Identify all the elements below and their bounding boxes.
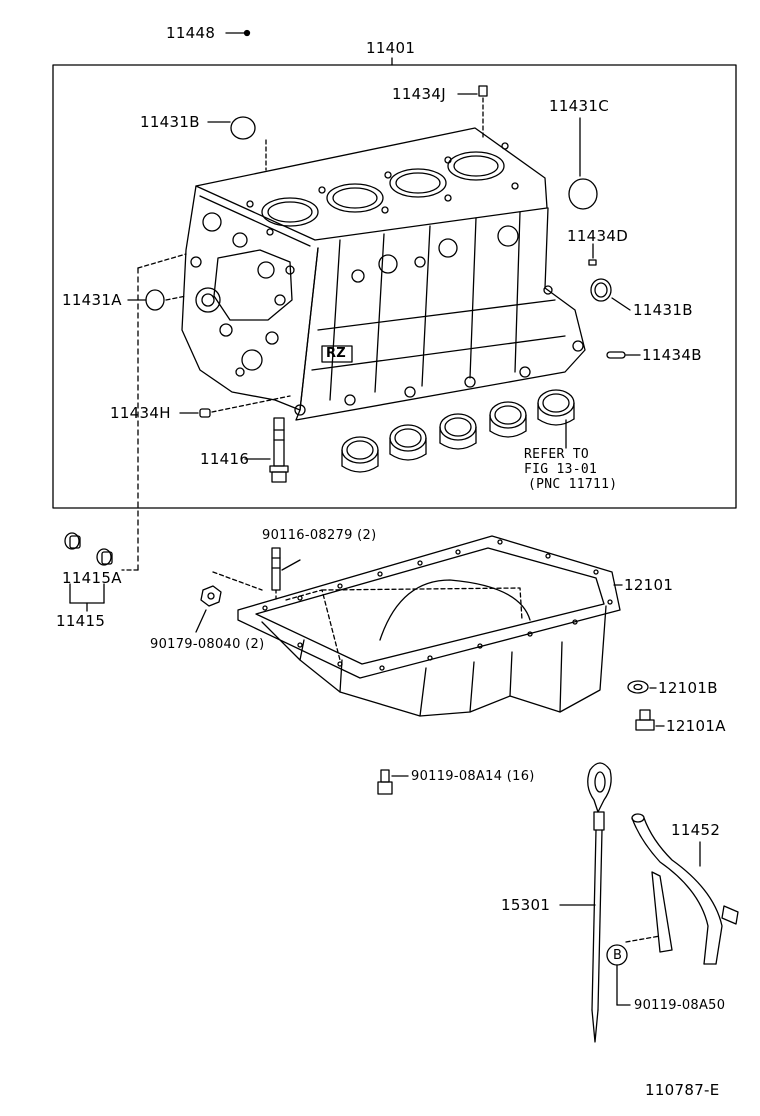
nut-90179 bbox=[200, 585, 222, 607]
label-12101: 12101 bbox=[624, 576, 674, 594]
label-11448: 11448 bbox=[166, 24, 216, 42]
label-11434H: 11434H bbox=[110, 404, 171, 422]
plug-11431B-top bbox=[230, 116, 256, 140]
label-11415A: 11415A bbox=[62, 569, 122, 587]
crank-bearings bbox=[341, 389, 575, 473]
plug-11431B-right bbox=[590, 278, 612, 302]
label-12101A: 12101A bbox=[666, 717, 726, 735]
assembly-frame bbox=[52, 64, 737, 509]
label-90119-08A50: 90119-08A50 bbox=[634, 998, 726, 1013]
label-11431A: 11431A bbox=[62, 291, 122, 309]
plugs-11415A bbox=[64, 532, 113, 566]
plug-11448 bbox=[243, 29, 251, 37]
guide-tube-11452 bbox=[631, 813, 739, 965]
label-90116: 90116-08279 (2) bbox=[262, 528, 377, 543]
label-callout-b: B bbox=[613, 948, 623, 963]
plug-11431C bbox=[568, 178, 598, 210]
figure-id: 110787-E bbox=[645, 1081, 720, 1099]
pin-11434B bbox=[606, 351, 626, 359]
label-refer-line2: FIG 13-01 bbox=[524, 462, 598, 477]
label-11431B-right: 11431B bbox=[633, 301, 693, 319]
drain-plug-12101A bbox=[635, 709, 655, 731]
pin-11434H bbox=[199, 408, 211, 418]
label-15301: 15301 bbox=[501, 896, 551, 914]
label-90119-08A14: 90119-08A14 (16) bbox=[411, 769, 535, 784]
label-block-badge: RZ bbox=[326, 346, 347, 361]
label-11431C: 11431C bbox=[549, 97, 609, 115]
label-11452: 11452 bbox=[671, 821, 721, 839]
label-11434B: 11434B bbox=[642, 346, 702, 364]
label-90179: 90179-08040 (2) bbox=[150, 637, 265, 652]
pin-11434J bbox=[478, 85, 488, 97]
label-11434D: 11434D bbox=[567, 227, 629, 245]
label-refer-line3: (PNC 11711) bbox=[528, 477, 618, 492]
gasket-12101B bbox=[627, 680, 649, 694]
pin-11434D bbox=[588, 259, 597, 266]
label-refer-line1: REFER TO bbox=[524, 447, 590, 462]
bolt-11416 bbox=[269, 417, 289, 483]
label-11401: 11401 bbox=[366, 39, 416, 57]
dipstick-15301 bbox=[587, 762, 612, 1043]
label-11431B-top: 11431B bbox=[140, 113, 200, 131]
stud-90116 bbox=[271, 547, 281, 591]
cylinder-block bbox=[181, 127, 586, 421]
label-11415: 11415 bbox=[56, 612, 106, 630]
label-11416: 11416 bbox=[200, 450, 250, 468]
label-12101B: 12101B bbox=[658, 679, 718, 697]
oil-pan-12101 bbox=[237, 535, 621, 717]
plug-11431A bbox=[145, 289, 165, 311]
label-11434J: 11434J bbox=[392, 85, 446, 103]
bolt-90119-08A14 bbox=[377, 769, 393, 795]
